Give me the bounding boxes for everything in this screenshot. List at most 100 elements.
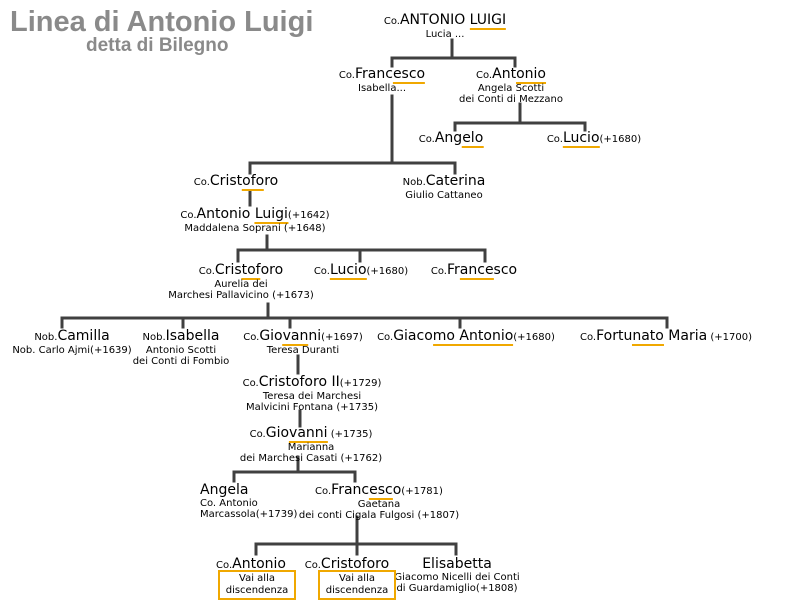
spouse-line: Aurelia dei	[214, 279, 268, 290]
person-title: Co.	[216, 560, 233, 571]
person-name-underlined: LUIGI	[469, 12, 507, 30]
descendants-link-text: Vai alla	[339, 573, 375, 584]
person-name: Ant	[492, 66, 517, 82]
person-title: Co.	[377, 332, 394, 343]
person-title: Co.	[383, 16, 400, 27]
spouse-line: dei conti Cigala Fulgosi (+1807)	[298, 510, 460, 521]
person-name: Gio	[259, 328, 283, 344]
person-name: Crist	[209, 173, 243, 189]
spouse-line: Nob. Carlo Ajmi(+1639)	[12, 345, 132, 356]
person-name-line: Co.Cristoforo	[305, 555, 389, 573]
person-name-line: Co.Giacomo Antonio(+1680)	[377, 327, 555, 346]
spouse-line: Teresa Duranti	[266, 345, 340, 356]
person-name: Cristoforo	[320, 556, 390, 572]
person-fortunato-maria: Co.Fortunato Maria (+1700)	[579, 327, 752, 346]
spouse-line: Marcassola(+1739)	[200, 509, 298, 520]
person-name: Antonio	[232, 556, 286, 572]
person-name-line: Angela	[200, 481, 297, 498]
person-title: Co.	[476, 70, 493, 81]
person-title: Co.	[249, 429, 266, 440]
person-title: Co.	[315, 486, 332, 497]
person-cristoforo-3: Co.Cristoforo II(+1729)Teresa dei Marche…	[243, 373, 382, 414]
person-name-line: Co.Giovanni(+1697)	[243, 327, 363, 346]
person-title: Nob.	[142, 332, 166, 343]
descendants-link-text: discendenza	[325, 585, 389, 596]
spouse-line: Co. Antonio	[200, 498, 258, 509]
person-title: Co.	[546, 134, 563, 145]
person-lucio-1: Co.Lucio(+1680)	[546, 129, 642, 148]
person-name-underlined: ofo	[242, 173, 265, 191]
person-name: Cris	[214, 262, 242, 278]
descendants-link-text: Vai alla	[239, 573, 275, 584]
person-title: Co.	[418, 134, 435, 145]
person-name-line: Co.Angelo	[418, 129, 484, 148]
person-name-line: Co.Francesco	[338, 65, 426, 84]
person-name: Gio	[265, 425, 290, 441]
spouse-line: Marchesi Pallavicino (+1673)	[168, 290, 314, 301]
person-date: (+1735)	[327, 429, 373, 440]
spouse-line: Gaetana	[357, 499, 401, 510]
spouse-line: Marianna	[287, 442, 335, 453]
person-date: (+1697)	[321, 332, 363, 343]
person-name: o	[392, 482, 402, 498]
spouse-line: Maddalena Soprani (+1648)	[184, 223, 326, 234]
person-name: Maria	[663, 328, 708, 344]
person-title: Co.	[304, 560, 321, 571]
person-name-line: Co.Antonio	[459, 65, 563, 84]
person-name-underlined: esc	[369, 482, 393, 500]
person-title: Co.	[180, 210, 197, 221]
person-date: (+1680)	[599, 134, 642, 145]
spouse-line: Teresa dei Marchesi	[262, 391, 362, 402]
person-name: Isabella	[165, 328, 220, 344]
person-name-line: Co.Cristoforo II(+1729)	[243, 373, 382, 391]
spouse-line: Antonio Scotti	[145, 345, 217, 356]
person-title: Co.	[193, 177, 210, 188]
person-name-line: Elisabetta	[394, 555, 519, 572]
person-title: Nob.	[402, 177, 426, 188]
person-name: ANTONIO	[399, 12, 470, 28]
person-name-line: Nob.Caterina	[403, 172, 486, 190]
person-name-underlined: Lucio	[329, 262, 367, 280]
person-name: Fr	[446, 262, 460, 278]
person-title: Co.	[198, 266, 215, 277]
person-date: (+1781)	[401, 486, 443, 497]
person-name: Caterina	[425, 173, 486, 189]
person-title: Nob.	[34, 332, 58, 343]
person-title: Co.	[338, 70, 355, 81]
person-cristoforo-1: Co.Cristoforo	[193, 172, 278, 191]
spouse-line: Giulio Cattaneo	[405, 190, 483, 201]
page-title: Linea di Antonio Luigi	[10, 6, 314, 38]
person-name: Fortu	[596, 328, 633, 344]
spouse-line: Isabella...	[357, 83, 407, 94]
person-giovanni-1: Co.Giovanni(+1697)Teresa Duranti	[243, 327, 363, 356]
person-name-line: Co.Cristoforo	[168, 261, 313, 280]
person-name: Angela	[200, 482, 249, 498]
person-name: Camilla	[57, 328, 110, 344]
person-name: Cristoforo	[258, 374, 332, 390]
person-name-underlined: van	[282, 328, 309, 346]
person-name: Giaco	[393, 328, 433, 344]
person-name: Franc	[354, 66, 393, 82]
person-name-line: Co.Francesco(+1781)	[299, 481, 459, 500]
person-title: Co.	[579, 332, 597, 343]
person-name-underlined: ance	[459, 262, 494, 280]
person-name-underlined: Luigi	[254, 206, 288, 224]
person-name: Elisabetta	[422, 556, 492, 572]
spouse-line: dei Conti di Mezzano	[459, 94, 563, 105]
person-name-line: Co.Antonio	[216, 555, 286, 573]
person-name-underlined: vanni	[289, 425, 328, 443]
person-name-line: Nob.Isabella	[133, 327, 230, 345]
person-name-line: Co.ANTONIO LUIGI	[383, 11, 507, 30]
person-name-underlined: esco	[392, 66, 426, 84]
